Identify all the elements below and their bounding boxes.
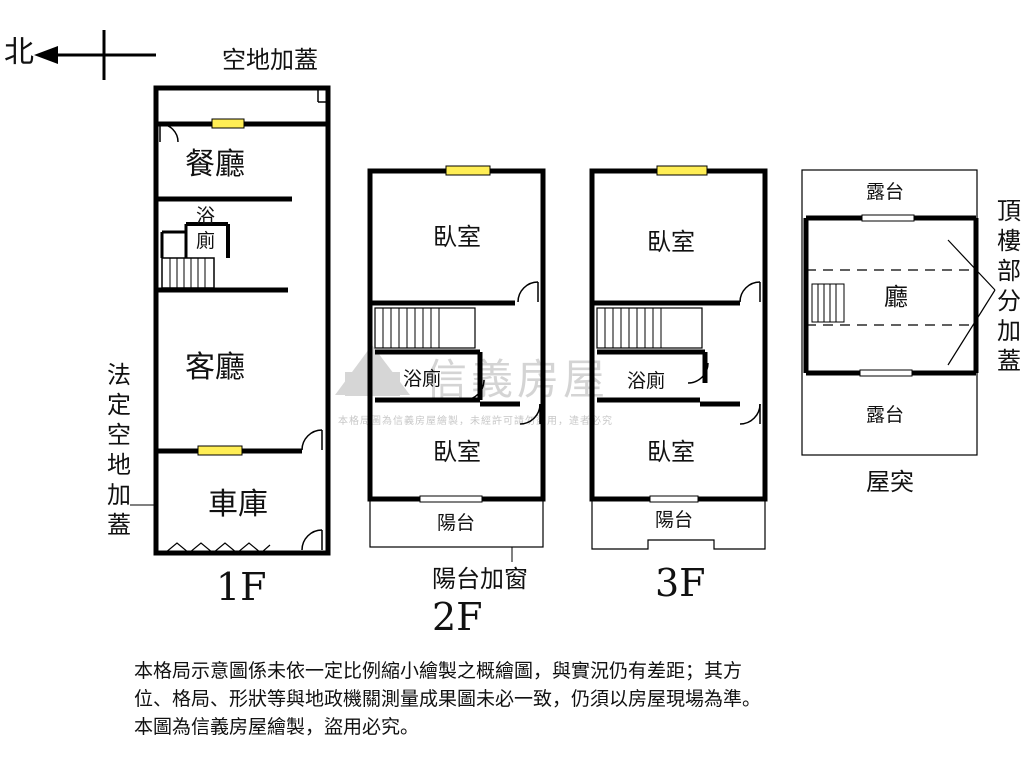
floor3-bath-label: 浴廁 <box>627 370 666 392</box>
roof-plan <box>801 169 996 456</box>
disclaimer-line-1: 本格局示意圖係未依一定比例縮小繪製之概繪圖，與實況仍有差距；其方 <box>134 660 743 682</box>
roof-annex-label: 頂 樓 部 分 加 蓋 <box>997 197 1021 375</box>
roof-terrace-bottom-label: 露台 <box>866 404 905 426</box>
window-1f-dining <box>211 118 245 129</box>
floor1-level-label: 1F <box>216 565 267 609</box>
floor1-bath-top-label: 浴 <box>196 205 216 227</box>
disclaimer-line-2: 位、格局、形狀等與地政機關測量成果圖未必一致，仍須以房屋現場為準。 <box>134 688 762 710</box>
roof-terrace-top-label: 露台 <box>866 181 905 203</box>
watermark-notice: 本格局圖為信義房屋繪製，未經許可請勿盜用，違者必究 <box>338 416 613 427</box>
roof-hall-label: 廳 <box>884 283 908 311</box>
floor3-level-label: 3F <box>655 561 706 605</box>
floor3-bedroom-top-label: 臥室 <box>647 228 695 256</box>
floor1-dining-label: 餐廳 <box>185 147 245 182</box>
floor2-bedroom-top-label: 臥室 <box>433 223 481 251</box>
roof-structure-label: 屋突 <box>866 468 914 496</box>
floor1-bath-bottom-label: 廁 <box>196 230 216 252</box>
north-label: 北 <box>4 35 34 70</box>
floor1-side-annex-label: 法 定 空 地 加 蓋 <box>107 361 131 539</box>
window-1f-garage <box>197 445 243 456</box>
floor2-balcony-note-label: 陽台加窗 <box>432 565 528 593</box>
floor2-bedroom-bottom-label: 臥室 <box>433 438 481 466</box>
floor1-top-annex-label: 空地加蓋 <box>222 46 318 74</box>
floor2-level-label: 2F <box>432 595 483 639</box>
floor1-living-label: 客廳 <box>185 350 245 385</box>
watermark-brand: 信義房屋 <box>425 355 610 404</box>
floor3-plan <box>589 168 768 550</box>
window-2f <box>445 165 491 176</box>
north-arrow-icon <box>34 30 156 80</box>
floor2-balcony-label: 陽台 <box>437 512 476 534</box>
floor3-bedroom-bottom-label: 臥室 <box>647 438 695 466</box>
floor2-bath-label: 浴廁 <box>403 368 442 390</box>
window-3f <box>656 165 708 176</box>
floor1-garage-label: 車庫 <box>208 487 268 522</box>
disclaimer-line-3: 本圖為信義房屋繪製，盜用必究。 <box>134 716 420 738</box>
floor3-balcony-label: 陽台 <box>655 509 694 531</box>
